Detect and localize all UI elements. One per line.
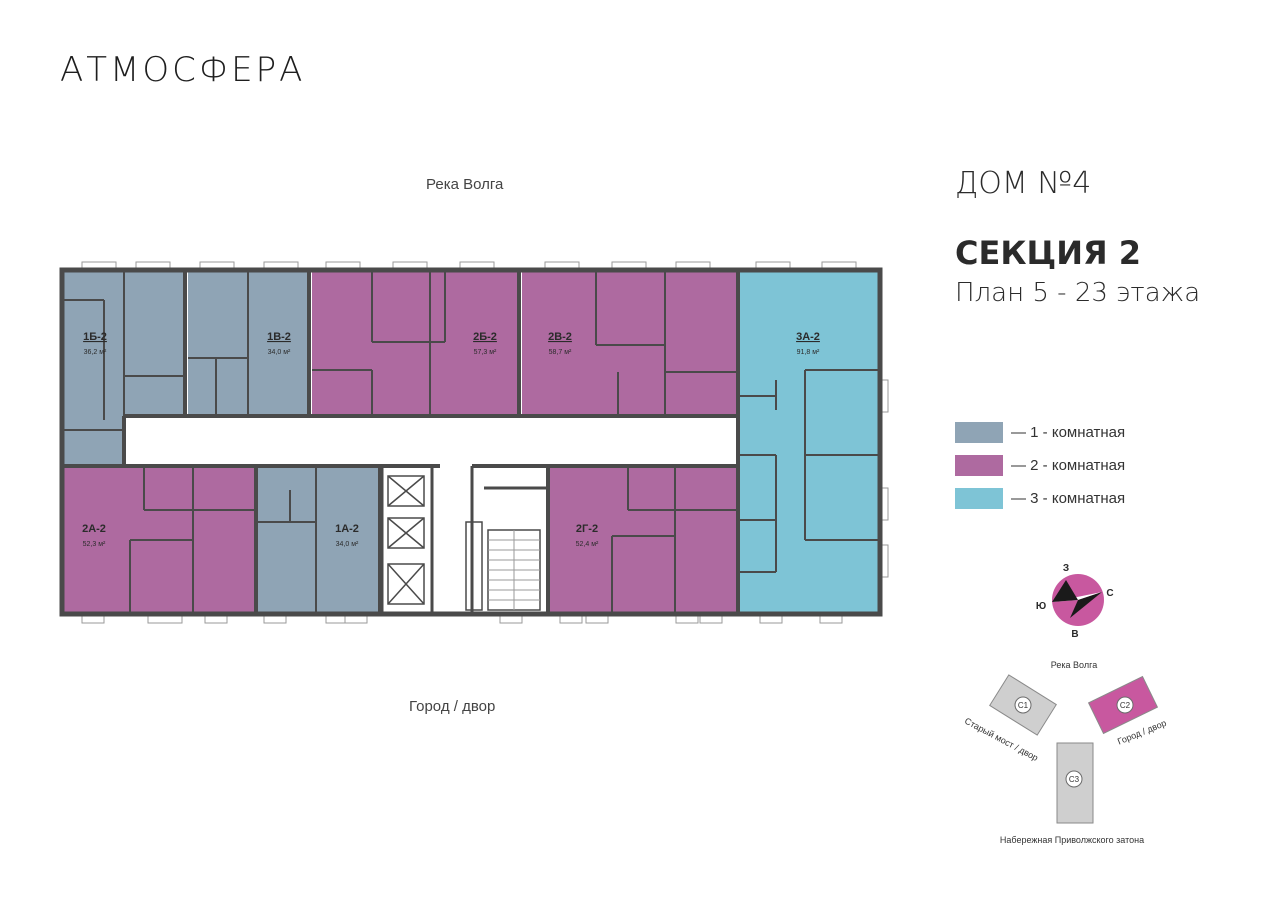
apt-2g-2 <box>550 468 736 612</box>
river-label-top: Река Волга <box>426 176 504 193</box>
apt-label-id: 3А-2 <box>796 331 820 343</box>
legend-swatch-1-room <box>955 421 1003 443</box>
apt-1b-2-ext <box>64 416 124 464</box>
legend-item-3-room: — 3 - комнатная <box>955 487 1125 509</box>
apt-label-id: 1Б-2 <box>83 331 107 343</box>
legend-label: — 1 - комнатная <box>1011 423 1126 441</box>
apt-label-area: 52,4 м² <box>576 541 599 548</box>
compass-north: С <box>1106 588 1113 599</box>
apt-label-area: 57,3 м² <box>474 349 497 356</box>
keymap-c1-marker <box>1014 696 1032 714</box>
apt-label-id: 2Б-2 <box>473 331 497 343</box>
apt-label-id: 2Г-2 <box>576 523 598 535</box>
legend-label: — 3 - комнатная <box>1011 489 1126 507</box>
compass-needle-dark <box>1070 592 1102 618</box>
apt-2b-2 <box>312 272 518 416</box>
apt-1a-2 <box>258 468 378 612</box>
apt-label-area: 34,0 м² <box>268 349 291 356</box>
city-label-bottom: Город / двор <box>409 698 496 715</box>
windows-top <box>81 261 857 269</box>
legend-swatch-2-room <box>955 454 1003 476</box>
keymap-c3-marker <box>1065 770 1083 788</box>
apt-label-id: 2В-2 <box>548 331 572 343</box>
walls <box>59 267 883 617</box>
keymap-c2-label: С2 <box>1120 701 1131 710</box>
apt-label-id: 1А-2 <box>335 523 359 535</box>
legend-swatch-3-room <box>955 487 1003 509</box>
keymap-c3-label: С3 <box>1069 775 1080 784</box>
compass-south: Ю <box>1036 601 1046 612</box>
legend: — 1 - комнатная — 2 - комнатная — 3 - ко… <box>955 421 1125 520</box>
section-key-map: Река Волга Старый мост / двор Город / дв… <box>963 660 1168 845</box>
apt-label-area: 34,0 м² <box>336 541 359 548</box>
brand-logo: АТМОСФЕРА <box>60 50 306 90</box>
compass-rose: С Ю В З <box>1036 563 1114 640</box>
house-title: ДОМ №4 <box>955 166 1092 201</box>
apt-label-area: 58,7 м² <box>549 349 572 356</box>
floor-plan: 1Б-2 36,2 м² 1В-2 34,0 м² 2Б-2 57,3 м² 2… <box>59 261 889 624</box>
apt-label-id: 1В-2 <box>267 331 291 343</box>
compass-needle-dark2 <box>1052 580 1078 602</box>
legend-label: — 2 - комнатная <box>1011 456 1126 474</box>
keymap-c2-marker <box>1116 696 1134 714</box>
keymap-c1-label: С1 <box>1018 701 1029 710</box>
section-title: СЕКЦИЯ 2 <box>955 234 1142 272</box>
apt-3a-2 <box>740 272 878 612</box>
windows-right <box>879 379 889 578</box>
legend-item-2-room: — 2 - комнатная <box>955 454 1125 476</box>
apt-label-area: 52,3 м² <box>83 541 106 548</box>
apt-label-area: 36,2 м² <box>84 349 107 356</box>
legend-item-1-room: — 1 - комнатная <box>955 421 1125 443</box>
compass-east: В <box>1071 629 1078 640</box>
compass-west: З <box>1063 563 1069 574</box>
apt-label-area: 91,8 м² <box>797 349 820 356</box>
floors-subtitle: План 5 - 23 этажа <box>955 278 1201 308</box>
keymap-bottom-label: Набережная Приволжского затона <box>1000 835 1144 845</box>
keymap-top-label: Река Волга <box>1051 660 1097 670</box>
apt-label-id: 2А-2 <box>82 523 106 535</box>
